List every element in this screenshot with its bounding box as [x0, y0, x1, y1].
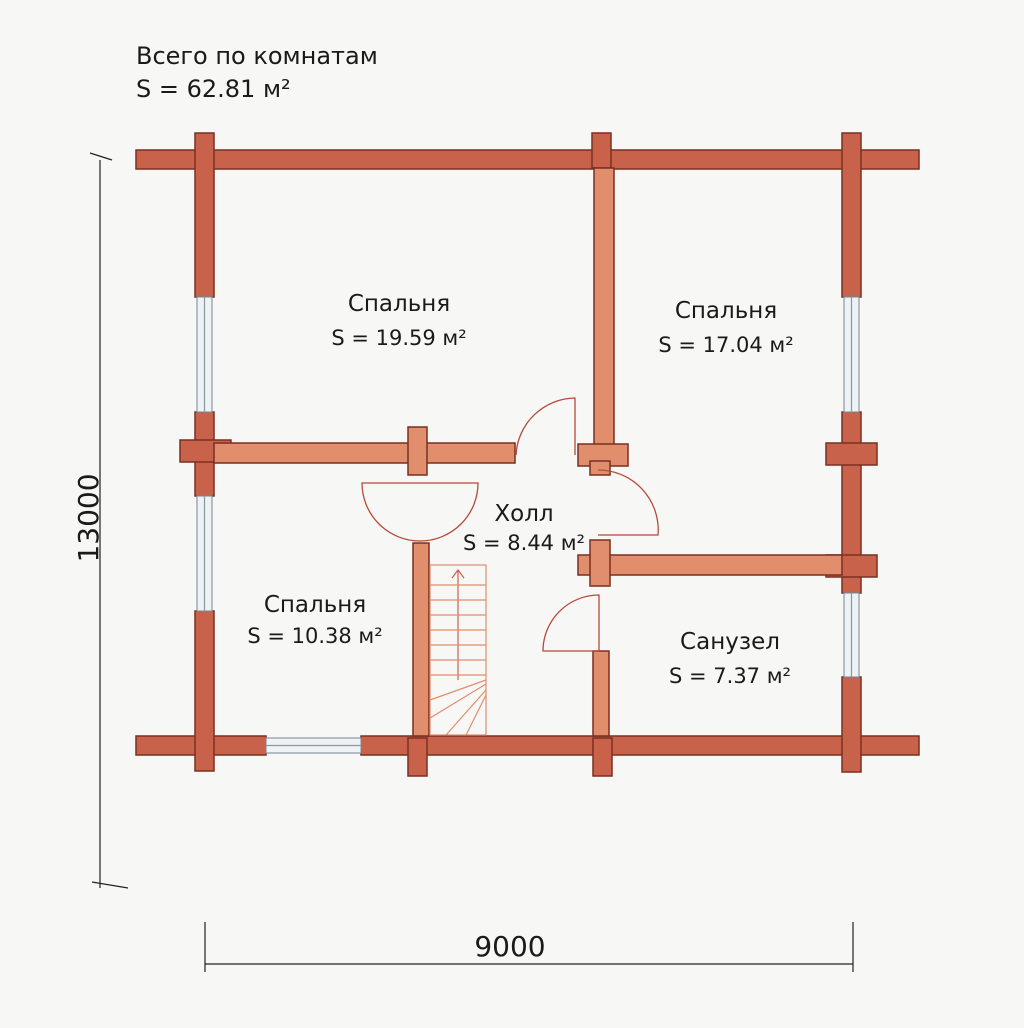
wall-partition-bathroom-lower [592, 650, 610, 737]
wall-post-upper-right-stub [589, 460, 611, 476]
room-bedroom-1-name: Спальня [348, 291, 450, 317]
doors [361, 397, 659, 652]
room-bedroom-3-area: S = 10.38 м² [247, 624, 382, 648]
room-bathroom-name: Санузел [680, 629, 780, 655]
stair-winder-2 [429, 683, 487, 719]
summary-total-area: S = 62.81 м² [136, 75, 291, 103]
summary-title: Всего по комнатам [136, 42, 378, 70]
room-bedroom-2-name: Спальня [675, 298, 777, 324]
door-bedroom-upper-right [597, 469, 659, 536]
wall-partition-stairs [412, 542, 430, 737]
dimension-lines [89, 152, 854, 972]
stair-outline [429, 564, 487, 736]
stair-winder-4 [465, 694, 487, 736]
wall-post-upper-left [407, 426, 428, 476]
stair-arrow-head [451, 569, 465, 579]
height-tick-top [89, 152, 113, 161]
wall-left-upper [194, 132, 215, 298]
room-hall-name: Холл [494, 501, 553, 527]
wall-right-upper [841, 132, 862, 298]
wall-post-bathroom [589, 539, 611, 587]
door-bedroom-upper-left [515, 397, 576, 456]
room-bathroom-area: S = 7.37 м² [669, 664, 791, 688]
wall-partition-upper-left [213, 442, 516, 464]
wall-joint-right-upper [825, 442, 878, 466]
stair-winder-3 [445, 689, 487, 736]
inner-walls [213, 167, 843, 737]
wall-partition-bathroom [577, 554, 843, 576]
door-bedroom-lower-left [361, 482, 479, 542]
wall-joint-top-mid [591, 132, 612, 169]
wall-joint-bottom-right [592, 737, 613, 777]
wall-bottom-right [360, 735, 920, 756]
wall-partition-vertical-top [593, 167, 615, 449]
height-tick-bottom [91, 881, 129, 889]
windows [196, 296, 860, 754]
wall-top [135, 149, 920, 170]
door-bathroom [542, 594, 600, 652]
wall-right-lower [841, 676, 862, 773]
room-hall-area: S = 8.44 м² [463, 531, 585, 555]
stair-winder-1 [429, 679, 487, 701]
room-labels: Спальня S = 19.59 м² Спальня S = 17.04 м… [247, 291, 793, 688]
width-dimension-label: 9000 [474, 930, 545, 963]
staircase[interactable] [429, 564, 487, 736]
wall-left-lower [194, 610, 215, 772]
room-bedroom-1-area: S = 19.59 м² [331, 326, 466, 350]
room-bedroom-2-area: S = 17.04 м² [658, 333, 793, 357]
wall-joint-bottom-left [407, 737, 428, 777]
room-bedroom-3-name: Спальня [264, 592, 366, 618]
height-dimension-label: 13000 [72, 473, 105, 562]
